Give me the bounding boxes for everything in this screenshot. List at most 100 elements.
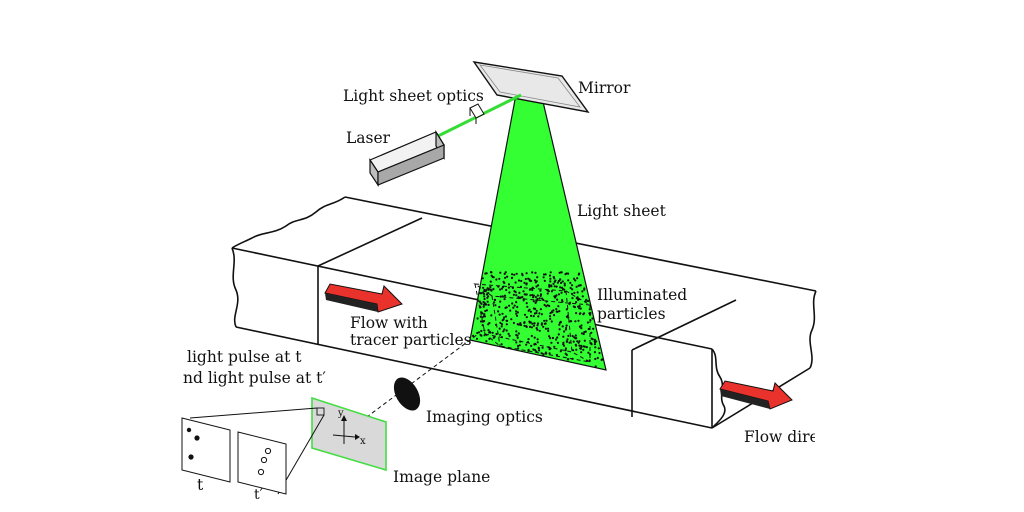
tracer-particle: [555, 308, 558, 311]
tracer-particle: [555, 294, 558, 297]
interrogation-window: [473, 283, 591, 363]
tracer-particle: [569, 281, 572, 284]
light-sheet: [469, 88, 607, 371]
tracer-particle: [487, 323, 490, 326]
tracer-particle: [556, 298, 559, 301]
tracer-particle: [515, 272, 518, 275]
tracer-particle: [534, 271, 537, 274]
tracer-particle: [516, 336, 519, 339]
tracer-particle: [506, 275, 509, 278]
tracer-particle: [564, 349, 567, 352]
tracer-particle: [590, 342, 593, 345]
tracer-particle: [548, 335, 551, 338]
tracer-particle: [552, 309, 555, 312]
tracer-particle: [558, 310, 561, 313]
tracer-particle: [574, 343, 577, 346]
tracer-particle: [539, 293, 543, 296]
tracer-particle: [479, 315, 482, 318]
tracer-particle: [498, 327, 501, 330]
tracer-particle: [594, 346, 597, 349]
tracer-particle: [507, 286, 510, 289]
tracer-particle: [483, 292, 486, 296]
tracer-particle: [578, 340, 581, 343]
tracer-particle: [510, 273, 514, 276]
tracer-particle: [533, 279, 537, 282]
tracer-particle: [583, 312, 586, 315]
tracer-particle: [577, 305, 580, 308]
pulse-label-line1: light pulse at t: [187, 348, 302, 366]
tracer-particle: [500, 323, 504, 326]
tracer-particle: [521, 272, 524, 275]
tracer-particle: [499, 271, 502, 274]
tracer-particle: [524, 277, 527, 281]
laser: [369, 129, 445, 187]
tracer-particle: [566, 338, 569, 341]
tracer-particle: [535, 327, 538, 330]
tracer-particle: [490, 271, 493, 274]
tracer-particle: [525, 283, 528, 286]
tracer-particle: [513, 273, 516, 276]
tracer-particle: [504, 315, 508, 318]
tracer-particle: [556, 336, 559, 339]
tracer-particle: [531, 322, 534, 325]
tracer-particle: [508, 304, 511, 307]
tracer-particle: [585, 346, 588, 349]
tracer-particle: [483, 314, 486, 318]
tracer-particle: [523, 313, 527, 316]
tracer-particle: [544, 273, 547, 276]
tracer-particle: [490, 314, 493, 317]
tracer-particle: [536, 276, 539, 279]
tracer-particle: [556, 310, 559, 313]
tracer-particle: [523, 281, 526, 284]
tracer-particle: [525, 272, 528, 275]
tracer-particle: [582, 332, 585, 336]
tracer-particle: [557, 305, 560, 308]
tracer-particle: [516, 334, 519, 337]
frame-first-pulse: [181, 417, 231, 483]
tracer-particle: [489, 331, 492, 334]
tracer-particle: [565, 340, 568, 343]
tracer-particle: [583, 345, 587, 348]
tracer-particle: [541, 346, 544, 349]
tracer-particle: [569, 301, 572, 304]
tracer-particle: [556, 281, 560, 284]
tracer-particle: [572, 277, 576, 280]
tracer-particle: [478, 300, 481, 303]
light-sheet-optics-label: Light sheet optics: [343, 87, 484, 105]
tracer-particle: [574, 337, 577, 340]
tracer-particle: [575, 348, 578, 351]
tracer-particle: [559, 350, 562, 353]
tracer-particle: [548, 274, 552, 277]
tracer-particle: [533, 336, 536, 339]
tracer-particle: [526, 305, 529, 308]
tracer-particle: [479, 333, 482, 336]
tracer-particle: [545, 305, 548, 308]
tracer-particle: [497, 310, 500, 313]
imaging-optics-label: Imaging optics: [426, 408, 543, 426]
tracer-particle: [540, 322, 544, 325]
tracer-particle: [574, 334, 577, 337]
tracer-particle: [500, 287, 504, 290]
tracer-particle: [549, 271, 552, 274]
tracer-particle: [565, 324, 568, 327]
tracer-particle: [598, 351, 601, 355]
tracer-particle: [536, 324, 539, 327]
tracer-particle: [535, 311, 538, 315]
tracer-particle: [586, 299, 590, 303]
tracer-particle: [493, 298, 496, 301]
tracer-particle: [567, 316, 570, 319]
tracer-particle: [549, 277, 552, 280]
tracer-particle: [570, 284, 574, 287]
tracer-particle: [512, 293, 516, 296]
tracer-particle: [567, 279, 570, 282]
tracer-particle: [499, 321, 502, 324]
tracer-particle: [487, 329, 490, 332]
tracer-particle: [580, 351, 583, 354]
tracer-particle: [503, 294, 507, 297]
tracer-particle: [569, 286, 572, 290]
tracer-particle: [538, 349, 541, 352]
tracer-particle: [541, 297, 544, 300]
tracer-particle: [578, 307, 581, 310]
tracer-particle: [476, 317, 479, 320]
